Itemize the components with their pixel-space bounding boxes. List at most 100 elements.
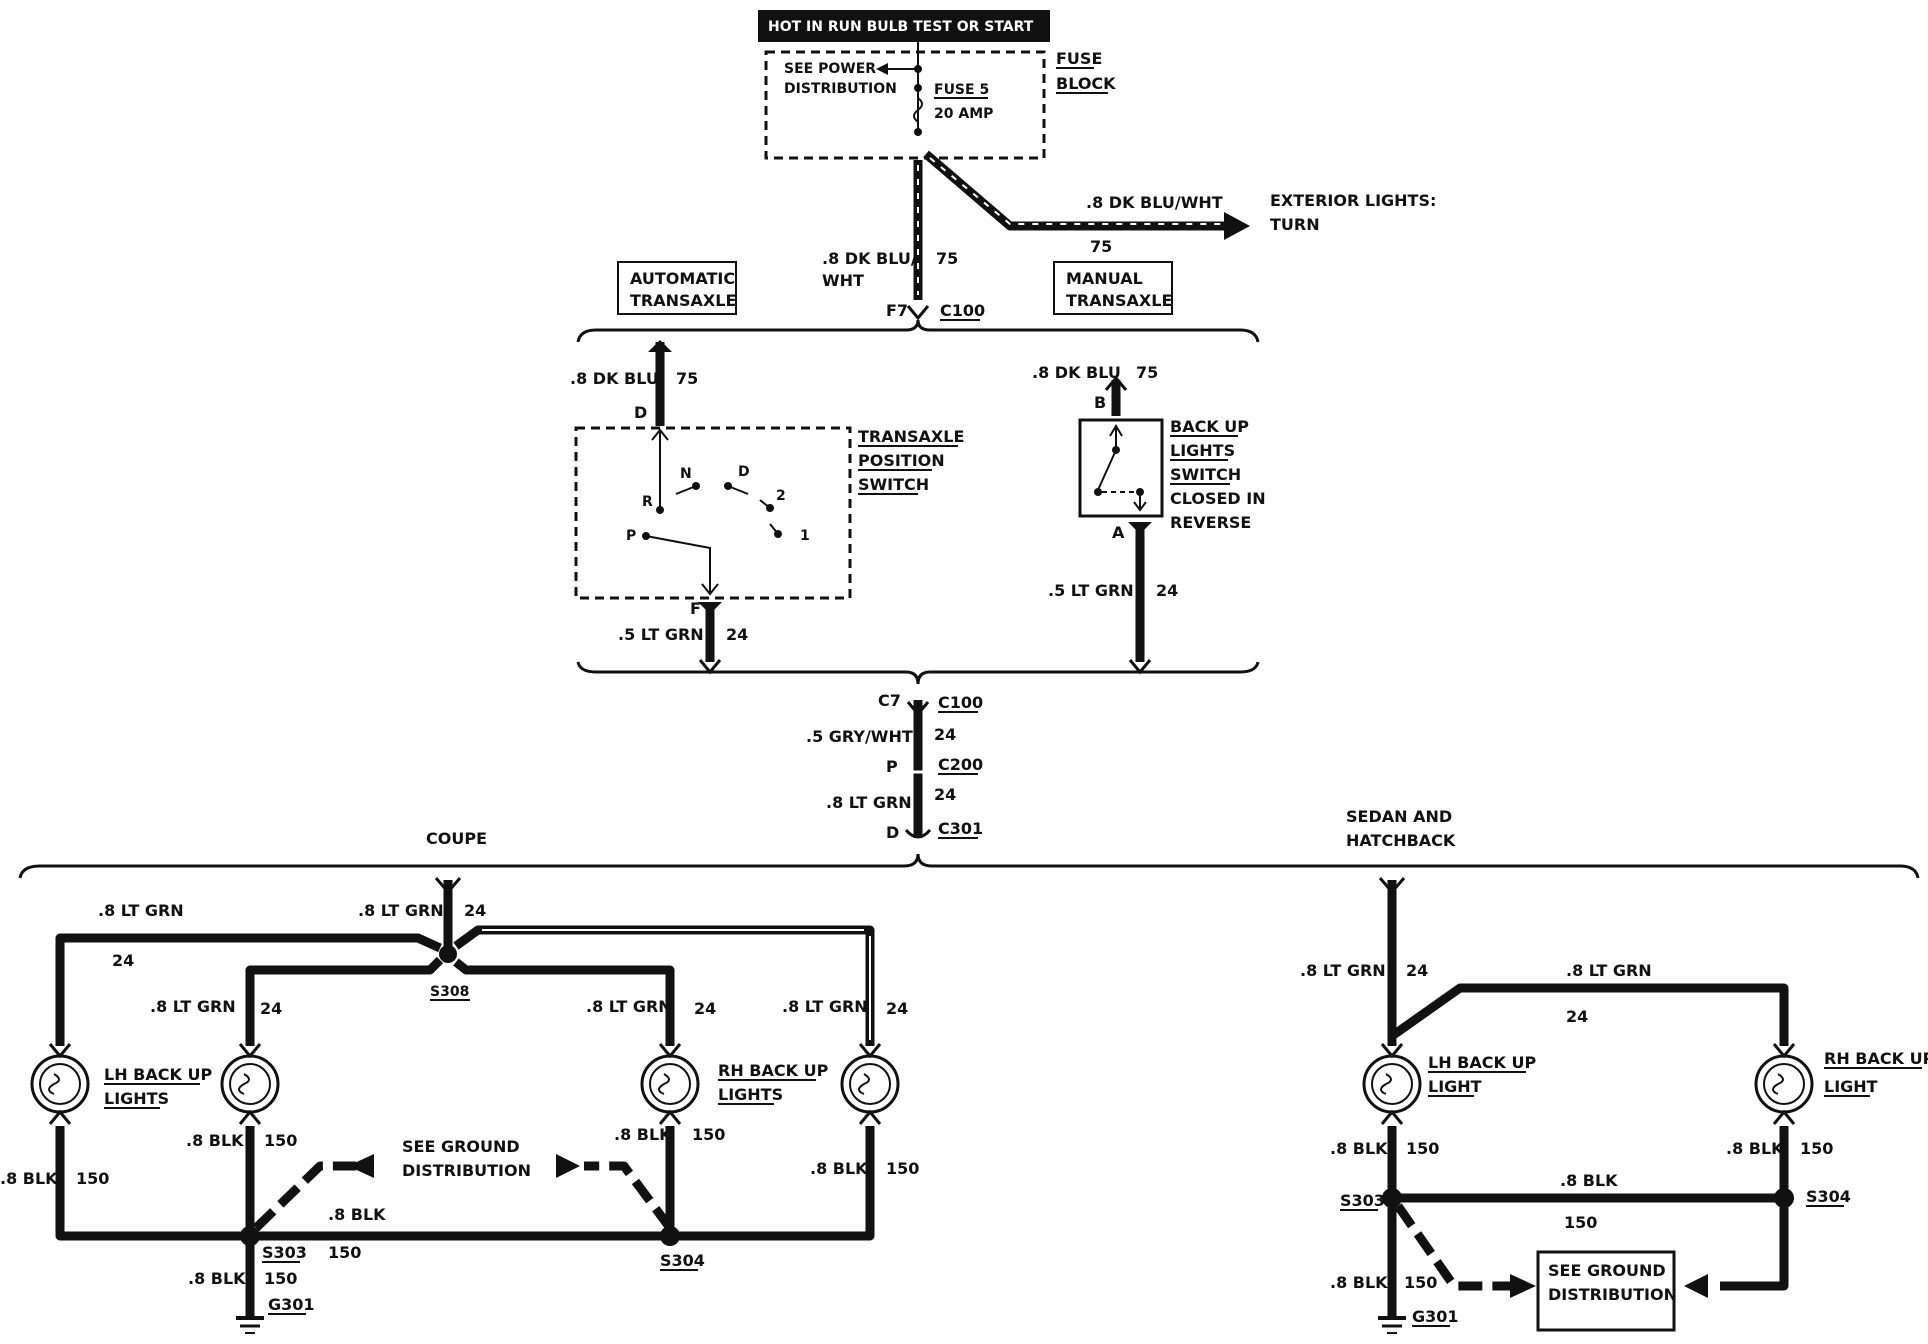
- manual-in-circuit: 75: [1136, 363, 1158, 382]
- sedan-rh-lamp-1: RH BACK UP: [1824, 1049, 1928, 1068]
- auto-switch-label-3: SWITCH: [858, 475, 929, 494]
- manual-switch-label-3: SWITCH: [1170, 465, 1241, 484]
- sedan-gnd-circuit-l: 150: [1406, 1139, 1439, 1158]
- turn-wire-label: .8 DK BLU/WHT: [1086, 193, 1223, 212]
- manual-title-1: MANUAL: [1066, 269, 1143, 288]
- coupe-left-circuit: 24: [112, 951, 134, 970]
- pos-r-label: R: [642, 494, 653, 510]
- coupe-gnd-wire-1: .8 BLK: [0, 1169, 58, 1188]
- coupe-gnd-wire-2: .8 BLK: [186, 1131, 244, 1150]
- sedan-link-wire: .8 BLK: [1560, 1171, 1618, 1190]
- auto-in-connector-icon: [648, 340, 672, 352]
- sedan-branch-wire: .8 LT GRN: [1566, 961, 1652, 980]
- manual-in-wire: .8 DK BLU: [1032, 363, 1121, 382]
- coupe-splice-s308: [439, 945, 457, 963]
- sedan-link-circuit: 150: [1564, 1213, 1597, 1232]
- coupe-ground-icon: [236, 1316, 264, 1334]
- coupe-lh-lamp-1: LH BACK UP: [104, 1065, 212, 1084]
- coupe-bottom-wire: .8 BLK: [328, 1205, 386, 1224]
- coupe-lamp-1-icon: [30, 1043, 90, 1125]
- sedan-lh-lamp-1: LH BACK UP: [1428, 1053, 1536, 1072]
- coupe-gnd-circuit-1: 150: [76, 1169, 109, 1188]
- coupe-gnd-circuit-4: 150: [886, 1159, 919, 1178]
- sedan-title-2: HATCHBACK: [1346, 831, 1456, 850]
- sedan-s303-label: S303: [1340, 1191, 1385, 1210]
- coupe-gnd-wire-4: .8 BLK: [810, 1159, 868, 1178]
- manual-out-connector-icon: [1128, 522, 1152, 534]
- sedan-s304-label: S304: [1806, 1187, 1851, 1206]
- fuse-icon: [913, 97, 923, 123]
- sedan-branch-circuit: 24: [1566, 1007, 1588, 1026]
- see-power-label-1: SEE POWER: [784, 61, 876, 77]
- coupe-splice-s304: [660, 1226, 680, 1246]
- coupe-circuit-c: 24: [886, 999, 908, 1018]
- sedan-gnd-wire-r: .8 BLK: [1726, 1139, 1784, 1158]
- coupe-bottom-circuit: 150: [328, 1243, 361, 1262]
- manual-title-2: TRANSAXLE: [1066, 291, 1172, 310]
- rear-conn-c301: C301: [938, 819, 983, 838]
- auto-pin-in: D: [634, 403, 647, 422]
- rear-conn-c200: C200: [938, 755, 983, 774]
- fuse-rating: 20 AMP: [934, 106, 993, 122]
- main-feed-wire-2: WHT: [822, 271, 864, 290]
- coupe-see-ground-2: DISTRIBUTION: [402, 1161, 531, 1180]
- sedan-ground-arrow-right-icon: [1684, 1274, 1708, 1298]
- rear-pin-p: P: [886, 757, 898, 776]
- manual-pin-out: A: [1112, 523, 1125, 542]
- manual-pin-in: B: [1094, 393, 1106, 412]
- fuse-block-title-2: BLOCK: [1056, 74, 1116, 93]
- main-feed-pin: F7: [886, 301, 908, 320]
- auto-in-circuit: 75: [676, 369, 698, 388]
- coupe-lamp-4-icon: [840, 1043, 900, 1125]
- coupe-gnd-circuit-3: 150: [692, 1125, 725, 1144]
- auto-switch-label-1: TRANSAXLE: [858, 427, 964, 446]
- see-power-label-2: DISTRIBUTION: [784, 81, 897, 97]
- rear-wire-2: .8 LT GRN: [826, 793, 912, 812]
- manual-out-wire: .5 LT GRN: [1048, 581, 1134, 600]
- pos-2-label: 2: [776, 488, 786, 504]
- coupe-left-wire: .8 LT GRN: [98, 901, 184, 920]
- manual-out-circuit: 24: [1156, 581, 1178, 600]
- coupe-s303-label: S303: [262, 1243, 307, 1262]
- sedan-feed-circuit: 24: [1406, 961, 1428, 980]
- power-header-box: [758, 10, 1050, 42]
- coupe-lamp-3-icon: [640, 1043, 700, 1125]
- manual-switch-label-5: REVERSE: [1170, 513, 1251, 532]
- sedan-ground-wire: .8 BLK: [1330, 1273, 1388, 1292]
- rear-conn-c100: C100: [938, 693, 983, 712]
- sedan-ground-arrow-left-icon: [1510, 1274, 1536, 1298]
- coupe-ground-arrow-right-icon: [556, 1154, 580, 1178]
- sedan-title-1: SEDAN AND: [1346, 807, 1452, 826]
- coupe-circuit-a: 24: [260, 999, 282, 1018]
- turn-dest-label-1: EXTERIOR LIGHTS:: [1270, 191, 1436, 210]
- backup-lights-switch-box: [1078, 418, 1164, 518]
- sedan-see-ground-box: [1536, 1250, 1676, 1332]
- auto-pin-out: F: [690, 599, 701, 618]
- main-feed-circuit: 75: [936, 249, 958, 268]
- see-power-arrow-icon: [876, 63, 888, 75]
- auto-switch-label-2: POSITION: [858, 451, 945, 470]
- pos-n-label: N: [680, 466, 692, 482]
- turn-circuit-label: 75: [1090, 237, 1112, 256]
- coupe-splice-s303: [240, 1226, 260, 1246]
- coupe-s304-label: S304: [660, 1251, 705, 1270]
- sedan-ground-circuit: 150: [1404, 1273, 1437, 1292]
- fuse-block-box: [764, 50, 1046, 160]
- auto-out-circuit: 24: [726, 625, 748, 644]
- transaxle-brace-bottom: [576, 661, 1260, 685]
- coupe-ground-label: G301: [268, 1295, 315, 1314]
- coupe-feed-circuit: 24: [464, 901, 486, 920]
- fuse-name: FUSE 5: [934, 82, 989, 98]
- auto-out-wire: .5 LT GRN: [618, 625, 704, 644]
- pos-p-label: P: [626, 528, 636, 544]
- sedan-gnd-circuit-r: 150: [1800, 1139, 1833, 1158]
- coupe-feed-wire: .8 LT GRN: [358, 901, 444, 920]
- rear-circuit-2: 24: [934, 785, 956, 804]
- rear-pin-c7: C7: [878, 691, 901, 710]
- coupe-wire-a: .8 LT GRN: [150, 997, 236, 1016]
- coupe-lh-lamp-2: LIGHTS: [104, 1089, 169, 1108]
- rear-circuit-1: 24: [934, 725, 956, 744]
- coupe-ground-wire: .8 BLK: [188, 1269, 246, 1288]
- coupe-wire-c: .8 LT GRN: [782, 997, 868, 1016]
- pos-d-label: D: [738, 464, 750, 480]
